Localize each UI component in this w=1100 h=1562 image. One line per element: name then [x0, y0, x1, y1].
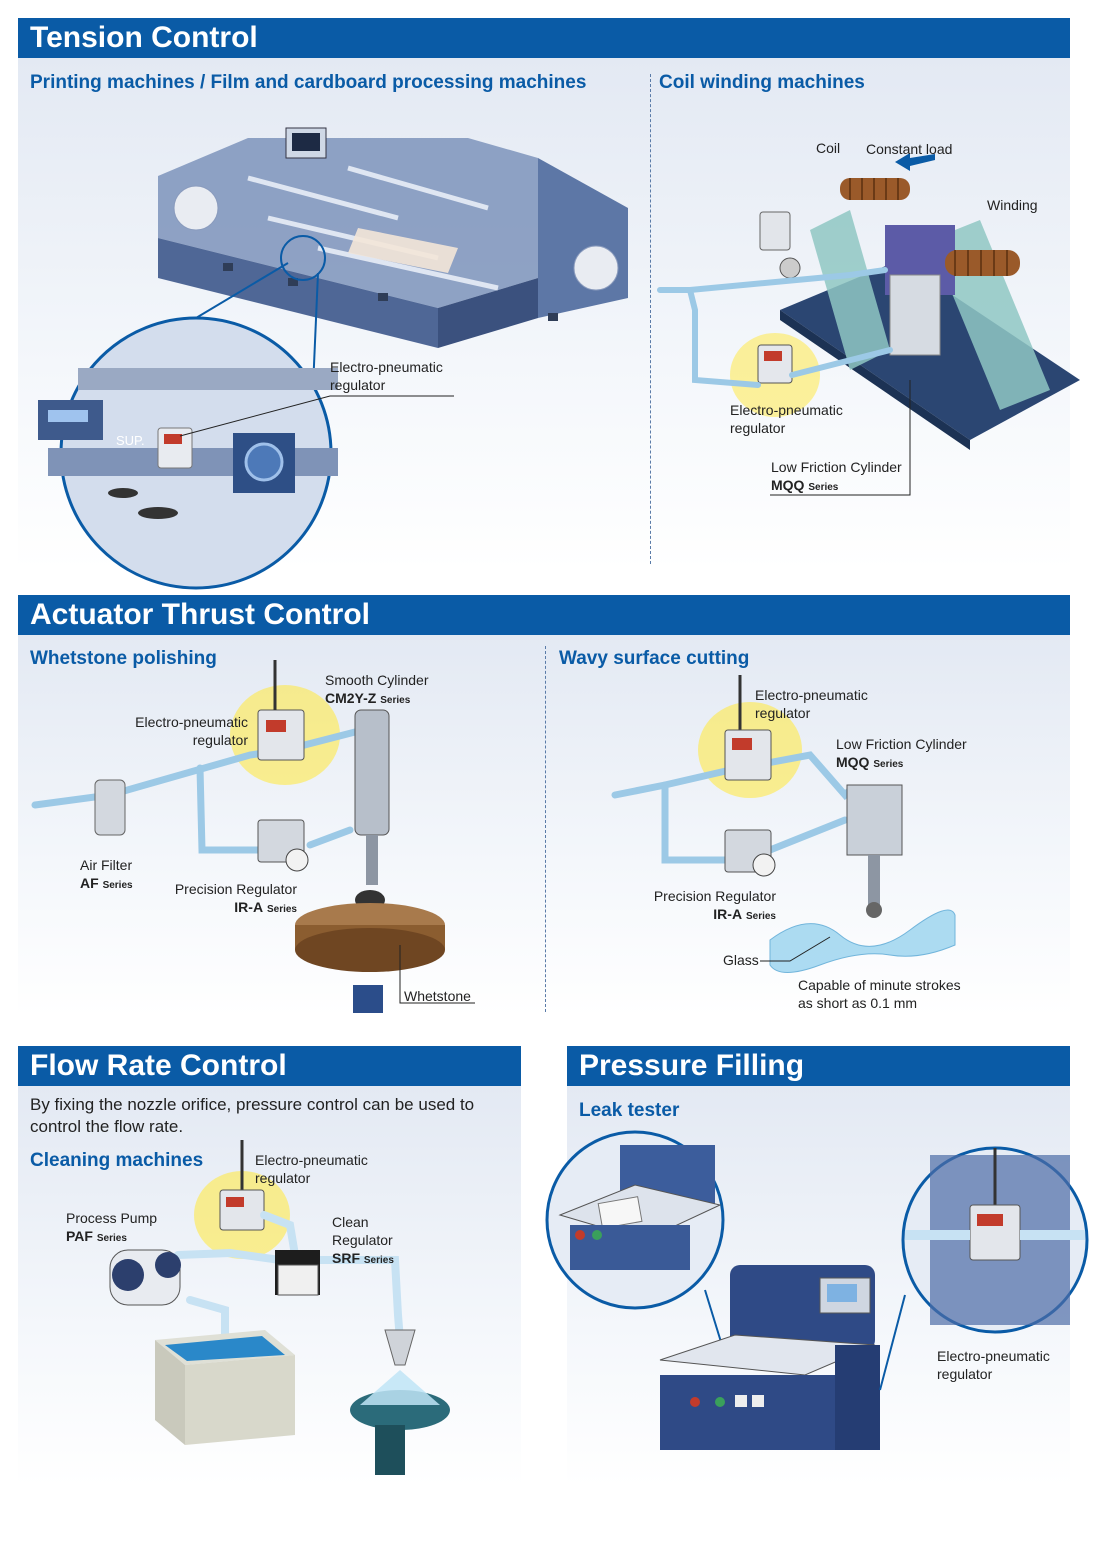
- coil-epr-label: Electro-pneumatic regulator: [730, 401, 843, 437]
- clean-regulator-label: Clean Regulator SRF Series: [332, 1213, 394, 1270]
- pressure-filling-banner: Pressure Filling: [567, 1046, 1070, 1086]
- leak-tester-heading: Leak tester: [579, 1100, 680, 1121]
- printing-epr-line1: Electro-pneumatic: [330, 359, 443, 375]
- filling-epr-line2: regulator: [937, 1366, 993, 1382]
- glass-leader: [760, 936, 831, 962]
- whetstone-illustration: [31, 660, 445, 1013]
- printing-machines-heading: Printing machines / Film and cardboard p…: [30, 72, 587, 93]
- wavy-cylinder-name: Low Friction Cylinder: [836, 736, 967, 752]
- coil-cylinder-leader: [770, 380, 911, 496]
- tension-control-banner: Tension Control: [18, 18, 1070, 58]
- coil-epr-line1: Electro-pneumatic: [730, 402, 843, 418]
- flow-intro: By fixing the nozzle orifice, pressure c…: [30, 1094, 520, 1138]
- cleaning-machine-illustration: [109, 1140, 450, 1475]
- thrust-divider: [545, 646, 546, 1012]
- process-pump-name: Process Pump: [66, 1210, 158, 1226]
- whetstone-precision-series: Series: [266, 904, 297, 915]
- smooth-cylinder-code: CM2Y-Z: [325, 690, 377, 706]
- sup-label: SUP.: [116, 433, 145, 448]
- wavy-cutting-illustration: [611, 675, 956, 973]
- smooth-cylinder-label: Smooth Cylinder CM2Y-Z Series: [325, 671, 429, 710]
- tension-divider: [650, 74, 651, 564]
- whetstone-epr-line2: regulator: [192, 732, 248, 748]
- wavy-precision-code: IR-A: [713, 906, 743, 922]
- glass-label: Glass: [723, 952, 759, 968]
- whetstone-precision-name: Precision Regulator: [174, 881, 297, 897]
- flow-intro-line2: control the flow rate.: [30, 1117, 184, 1136]
- actuator-thrust-banner: Actuator Thrust Control: [18, 595, 1070, 635]
- minute-strokes-line1: Capable of minute strokes: [798, 977, 961, 993]
- flow-epr-label: Electro-pneumatic regulator: [255, 1151, 368, 1187]
- whetstone-epr-line1: Electro-pneumatic: [135, 714, 248, 730]
- coil-cylinder-code: MQQ: [771, 477, 805, 493]
- flow-epr-line2: regulator: [255, 1170, 311, 1186]
- coil-winding-illustration: [657, 153, 1080, 450]
- whetstone-epr-label: Electro-pneumatic regulator: [125, 713, 248, 749]
- wavy-epr-label: Electro-pneumatic regulator: [755, 686, 868, 722]
- printing-machine-illustration: SUP.: [38, 127, 628, 590]
- air-filter-code: AF: [80, 875, 99, 891]
- process-pump-series: Series: [96, 1233, 127, 1244]
- wavy-precision-series: Series: [745, 911, 776, 922]
- whetstone-polishing-heading: Whetstone polishing: [30, 648, 217, 669]
- printing-epr-line2: regulator: [330, 377, 386, 393]
- coil-label: Coil: [816, 140, 841, 156]
- printing-epr-leader: [179, 395, 454, 437]
- whetstone-precision-label: Precision Regulator IR-A Series: [172, 880, 297, 919]
- whetstone-leader: [399, 945, 475, 1004]
- filling-epr-line1: Electro-pneumatic: [937, 1348, 1050, 1364]
- air-filter-label: Air Filter AF Series: [80, 856, 133, 895]
- minute-strokes-line2: as short as 0.1 mm: [798, 995, 918, 1011]
- clean-regulator-series: Series: [363, 1255, 394, 1266]
- flow-rate-banner: Flow Rate Control: [18, 1046, 521, 1086]
- winding-label: Winding: [987, 197, 1038, 213]
- flow-epr-line1: Electro-pneumatic: [255, 1152, 368, 1168]
- whetstone-precision-code: IR-A: [234, 899, 264, 915]
- whetstone-label: Whetstone: [404, 988, 471, 1004]
- wavy-cylinder-code: MQQ: [836, 754, 870, 770]
- coil-cylinder-name: Low Friction Cylinder: [771, 459, 902, 475]
- clean-regulator-line1: Clean: [332, 1214, 369, 1230]
- smooth-cylinder-name: Smooth Cylinder: [325, 672, 429, 688]
- air-filter-series: Series: [102, 880, 133, 891]
- wavy-surface-heading: Wavy surface cutting: [559, 648, 750, 669]
- filling-epr-label: Electro-pneumatic regulator: [937, 1347, 1050, 1383]
- cleaning-machines-heading: Cleaning machines: [30, 1150, 204, 1171]
- smooth-cylinder-series: Series: [380, 695, 411, 706]
- flow-intro-line1: By fixing the nozzle orifice, pressure c…: [30, 1095, 475, 1114]
- minute-strokes-note: Capable of minute strokes as short as 0.…: [798, 976, 961, 1012]
- coil-cylinder-series: Series: [808, 482, 839, 493]
- wavy-precision-name: Precision Regulator: [653, 888, 776, 904]
- printing-epr-label: Electro-pneumatic regulator: [330, 358, 443, 394]
- process-pump-label: Process Pump PAF Series: [66, 1209, 157, 1248]
- process-pump-code: PAF: [66, 1228, 93, 1244]
- coil-cylinder-label: Low Friction Cylinder MQQ Series: [771, 458, 902, 497]
- air-filter-name: Air Filter: [80, 857, 133, 873]
- wavy-epr-line1: Electro-pneumatic: [755, 687, 868, 703]
- coil-winding-heading: Coil winding machines: [659, 72, 865, 93]
- wavy-epr-line2: regulator: [755, 705, 811, 721]
- leak-tester-illustration: [545, 1130, 1089, 1450]
- clean-regulator-code: SRF: [332, 1250, 360, 1266]
- coil-epr-line2: regulator: [730, 420, 786, 436]
- wavy-cylinder-series: Series: [873, 759, 904, 770]
- constant-load-label: Constant load: [866, 141, 953, 157]
- clean-regulator-line2: Regulator: [332, 1232, 393, 1248]
- wavy-cylinder-label: Low Friction Cylinder MQQ Series: [836, 735, 967, 774]
- wavy-precision-label: Precision Regulator IR-A Series: [651, 887, 776, 926]
